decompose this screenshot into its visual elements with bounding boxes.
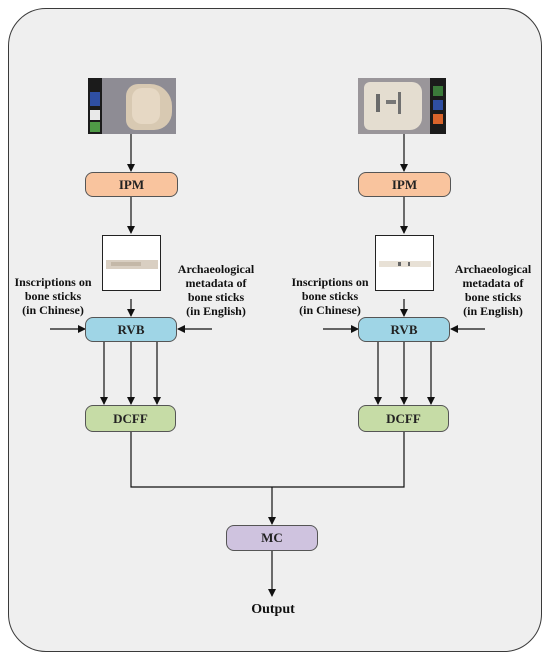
left-chinese-inscriptions-label: Inscriptions on bone sticks (in Chinese): [14, 275, 92, 317]
right-ipm-box: IPM: [358, 172, 451, 197]
left-bone-stick-photo: [88, 78, 176, 134]
right-bone-stick-photo: [358, 78, 446, 134]
scale-ruler-icon: [430, 78, 446, 134]
left-english-metadata-label: Archaeological metadata of bone sticks (…: [177, 262, 255, 318]
merge-line: [130, 432, 405, 488]
left-cropped-bone-stick: [102, 235, 161, 291]
right-english-metadata-label: Archaeological metadata of bone sticks (…: [454, 262, 532, 318]
left-dcff-box: DCFF: [85, 405, 176, 432]
scale-ruler-icon: [88, 78, 102, 134]
right-dcff-box: DCFF: [358, 405, 449, 432]
right-chinese-inscriptions-label: Inscriptions on bone sticks (in Chinese): [291, 275, 369, 317]
right-cropped-bone-stick: [375, 235, 434, 291]
left-rvb-box: RVB: [85, 317, 177, 342]
mc-box: MC: [226, 525, 318, 551]
right-rvb-box: RVB: [358, 317, 450, 342]
left-ipm-box: IPM: [85, 172, 178, 197]
output-label: Output: [251, 602, 295, 617]
